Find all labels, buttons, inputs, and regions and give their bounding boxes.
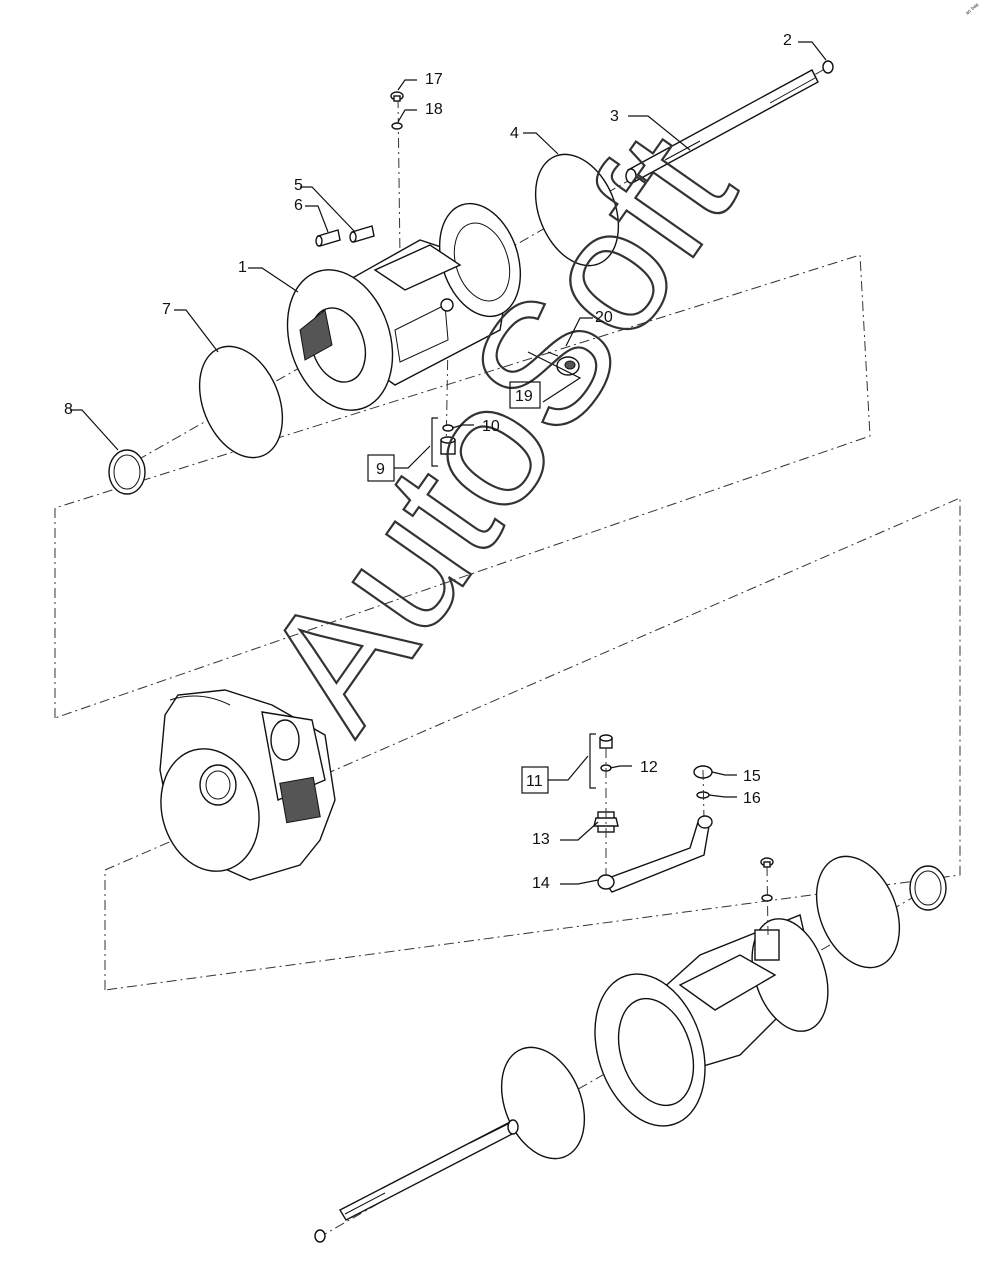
lower-assembly-boundary — [104, 497, 961, 991]
breather-seal — [547, 351, 559, 357]
callout-8: 8 — [64, 401, 73, 418]
callout-5: 5 — [294, 177, 303, 194]
kit-11-bracket — [589, 733, 596, 789]
stud-5 — [349, 225, 375, 243]
kit-19-bracket — [527, 351, 582, 403]
drain-axis — [445, 339, 449, 456]
o-ring-7 — [198, 345, 284, 459]
upper-assembly-boundary — [54, 254, 871, 719]
callout-4: 4 — [510, 125, 519, 142]
callout-9: 9 — [376, 461, 385, 478]
lower-ring-small — [909, 865, 947, 911]
callout-box-19 — [509, 381, 541, 409]
breather-20 — [556, 356, 580, 376]
callout-6: 6 — [294, 197, 303, 214]
lower-axle-shaft — [339, 1119, 519, 1221]
callout-14: 14 — [532, 875, 550, 892]
callout-10: 10 — [482, 418, 500, 435]
ring-8 — [108, 449, 146, 495]
callout-2: 2 — [783, 32, 792, 49]
callout-1: 1 — [238, 259, 247, 276]
callout-box-11 — [521, 766, 549, 794]
axle-housing-1 — [286, 202, 522, 411]
differential-carrier — [159, 689, 336, 881]
callout-11: 11 — [526, 773, 543, 790]
washer-18 — [391, 122, 403, 130]
screw-17 — [390, 91, 404, 102]
corner-mark: ᵃᵒ ᵇᵃᵃ — [965, 2, 981, 17]
kit-9-bracket — [431, 417, 438, 467]
lower-snap-ring — [314, 1229, 326, 1243]
callout-3: 3 — [610, 108, 619, 125]
plug-11 — [599, 734, 613, 749]
pipe-14 — [597, 815, 713, 893]
o-ring-4 — [534, 153, 620, 267]
leader-lines — [70, 41, 827, 885]
lower-screw — [760, 857, 774, 868]
axle-shaft-3 — [625, 69, 819, 184]
callout-18: 18 — [425, 101, 443, 118]
stud-6 — [315, 229, 341, 247]
callout-19: 19 — [515, 388, 533, 405]
callout-17: 17 — [425, 71, 443, 88]
callout-15: 15 — [743, 768, 761, 785]
lower-o-ring-inner — [500, 1046, 586, 1160]
callout-7: 7 — [162, 301, 171, 318]
callout-20: 20 — [595, 309, 613, 326]
snap-ring-2 — [822, 60, 834, 74]
axle-housing-lower — [594, 914, 829, 1127]
callout-box-9 — [367, 454, 395, 482]
lower-o-ring-outer — [815, 855, 901, 969]
callout-13: 13 — [532, 831, 550, 848]
callout-16: 16 — [743, 790, 761, 807]
callout-12: 12 — [640, 759, 658, 776]
plug-9 — [440, 436, 456, 455]
